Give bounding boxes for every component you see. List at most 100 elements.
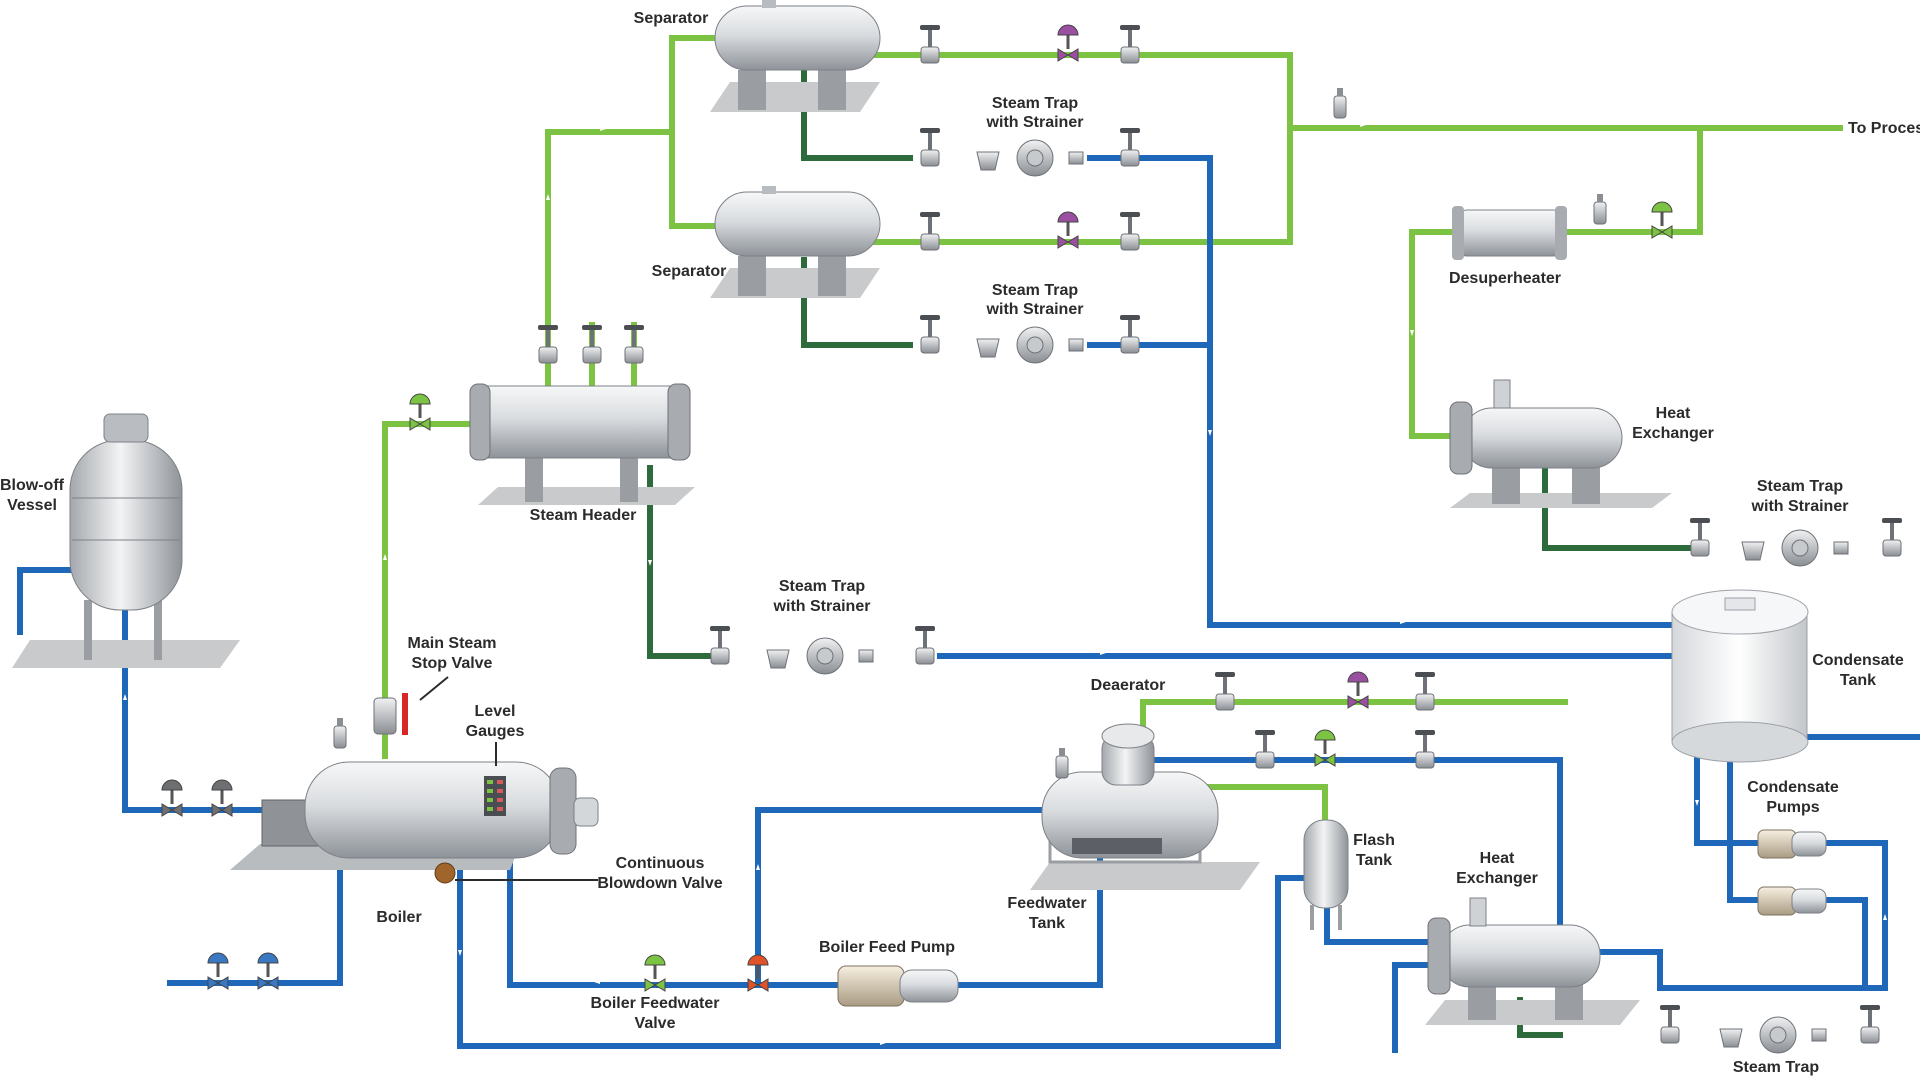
callout-arrow: [419, 676, 449, 701]
gate-valve[interactable]: [1690, 518, 1710, 557]
pressure-regulator-valve[interactable]: [1057, 211, 1079, 249]
control-valve[interactable]: [1651, 201, 1673, 239]
label-feedwater-tank-line2: Tank: [1029, 915, 1065, 932]
condensate-pipes: [17, 155, 1920, 1053]
gate-valve[interactable]: [1215, 672, 1235, 711]
label-condensate-pumps-line2: Pumps: [1766, 799, 1819, 816]
flow-arrow: [594, 980, 600, 984]
steam-pipe: [669, 129, 721, 229]
gate-valve[interactable]: [1120, 128, 1140, 167]
main-steam-stop-valve[interactable]: [373, 693, 408, 735]
label-feedwater-tank-line1: Feedwater: [1007, 895, 1086, 912]
gate-valve[interactable]: [920, 25, 940, 64]
gate-valve[interactable]: [1660, 1005, 1680, 1044]
hx-leg: [1492, 462, 1520, 504]
gauge-glass: [487, 798, 493, 802]
vessel-body: [69, 439, 183, 611]
gate-valve[interactable]: [1415, 730, 1435, 769]
boiler-feedwater-valve[interactable]: [644, 954, 666, 992]
flow-arrow: [756, 864, 760, 870]
pressure-regulator-valve[interactable]: [1347, 671, 1369, 709]
header-leg: [525, 450, 543, 502]
flow-arrow: [546, 194, 550, 200]
gate-valve[interactable]: [915, 626, 935, 665]
continuous-blowdown-valve[interactable]: [434, 862, 456, 884]
separator-leg: [818, 256, 846, 296]
gate-valve[interactable]: [920, 212, 940, 251]
condensate-pump-1[interactable]: [1757, 829, 1827, 859]
gate-valve[interactable]: [920, 128, 940, 167]
gate-valve[interactable]: [1255, 730, 1275, 769]
steam-trap[interactable]: [976, 139, 1084, 177]
gate-valve[interactable]: [920, 315, 940, 354]
separator-leg: [738, 70, 766, 110]
steam-trap[interactable]: [1719, 1016, 1827, 1054]
desuperheater-flange: [1452, 206, 1464, 260]
shadow: [478, 487, 695, 505]
label-boiler: Boiler: [376, 909, 421, 926]
gate-valve[interactable]: [582, 325, 602, 364]
flash-body: [1303, 819, 1349, 909]
gate-valve[interactable]: [1860, 1005, 1880, 1044]
label-trap-lower-line1: Steam Trap: [779, 578, 865, 595]
condensate-pipe: [1392, 962, 1433, 1053]
safety-valve-icon: [1055, 748, 1069, 779]
gate-valve[interactable]: [1415, 672, 1435, 711]
tank-vent: [1724, 597, 1756, 611]
steam-trap[interactable]: [976, 326, 1084, 364]
shadow: [1450, 493, 1672, 508]
label-level-gauges-line1: Level: [475, 703, 516, 720]
gate-valve[interactable]: [1120, 25, 1140, 64]
label-condensate-pumps-line1: Condensate: [1747, 779, 1839, 796]
label-hx-lower-line2: Exchanger: [1456, 870, 1538, 887]
header-body: [477, 385, 689, 459]
steam-pipe: [1140, 699, 1568, 731]
condensate-tank: [1671, 589, 1809, 763]
pressure-regulator-valve[interactable]: [1057, 24, 1079, 62]
steam-pipe: [873, 52, 1293, 245]
control-valve[interactable]: [1314, 729, 1336, 767]
blowoff-valve[interactable]: [161, 779, 183, 817]
flow-arrow: [458, 950, 462, 956]
check-valve[interactable]: [747, 954, 769, 992]
hx-body: [1461, 407, 1623, 469]
boiler-feed-pump[interactable]: [837, 965, 959, 1007]
label-trap-lower-line2: with Strainer: [773, 598, 871, 615]
condensate-pipe: [1145, 757, 1563, 928]
flow-arrow: [1100, 651, 1106, 655]
label-trap-right-line2: with Strainer: [1751, 498, 1849, 515]
drain-valve[interactable]: [257, 952, 279, 990]
hx-flange: [1427, 917, 1451, 995]
steam-trap[interactable]: [766, 637, 874, 675]
steam-pipe: [669, 35, 721, 135]
gate-valve[interactable]: [624, 325, 644, 364]
label-desuperheater: Desuperheater: [1449, 270, 1561, 287]
gauge-glass: [487, 780, 493, 784]
level-gauge-panel: [484, 776, 506, 816]
gate-valve[interactable]: [538, 325, 558, 364]
drain-valve[interactable]: [207, 952, 229, 990]
pump-casing: [899, 969, 959, 1003]
hx-flange: [1449, 401, 1473, 475]
shadow: [1030, 862, 1260, 890]
condensate-pipe: [122, 587, 308, 813]
gate-valve[interactable]: [710, 626, 730, 665]
gauge-glass: [487, 789, 493, 793]
gate-valve[interactable]: [1120, 212, 1140, 251]
separator-leg: [738, 256, 766, 296]
pump-casing: [1791, 888, 1827, 914]
condensate-pump-2[interactable]: [1757, 886, 1827, 916]
blowoff-valve[interactable]: [211, 779, 233, 817]
label-condensate-tank-line1: Condensate: [1812, 652, 1904, 669]
heat-exchanger-lower: [1427, 897, 1601, 1020]
gate-valve[interactable]: [1120, 315, 1140, 354]
pump-motor: [837, 965, 905, 1007]
flow-arrow: [1400, 620, 1406, 624]
control-valve[interactable]: [409, 393, 431, 431]
flow-arrow: [1883, 914, 1887, 920]
steam-pipe: [545, 129, 675, 388]
steam-trap[interactable]: [1741, 529, 1849, 567]
label-trap-top-line2: with Strainer: [986, 114, 1084, 131]
gate-valve[interactable]: [1882, 518, 1902, 557]
label-hx-upper-line2: Exchanger: [1632, 425, 1714, 442]
